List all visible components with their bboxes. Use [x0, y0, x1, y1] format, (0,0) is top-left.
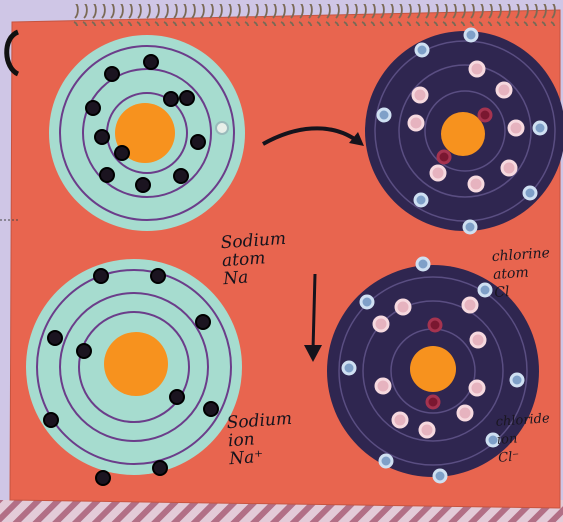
- electron: [100, 168, 114, 182]
- electron: [174, 169, 188, 183]
- electron: [470, 62, 484, 76]
- electron: [417, 258, 429, 270]
- label-line: Cl⁻: [498, 446, 553, 468]
- electron: [463, 298, 477, 312]
- nucleus: [410, 346, 456, 392]
- electron: [105, 67, 119, 81]
- chlorine-atom-label: chlorine atom Cl: [491, 244, 553, 302]
- electron: [151, 269, 165, 283]
- electron: [396, 300, 410, 314]
- label-line: chloride: [495, 410, 550, 432]
- electron: [469, 177, 483, 191]
- electron: [196, 315, 210, 329]
- electron: [431, 166, 445, 180]
- electron: [509, 121, 523, 135]
- electron: [420, 423, 434, 437]
- electron: [470, 381, 484, 395]
- electron: [96, 471, 110, 485]
- electron: [170, 390, 184, 404]
- electron: [438, 151, 450, 163]
- electron: [153, 461, 167, 475]
- electron: [361, 296, 373, 308]
- electron: [497, 83, 511, 97]
- electron: [376, 379, 390, 393]
- electron: [415, 194, 427, 206]
- electron: [434, 470, 446, 482]
- electron: [465, 29, 477, 41]
- electron: [416, 44, 428, 56]
- electron: [86, 101, 100, 115]
- electron: [471, 333, 485, 347]
- electron: [144, 55, 158, 69]
- electron: [458, 406, 472, 420]
- electron: [374, 317, 388, 331]
- electron: [502, 161, 516, 175]
- electron: [378, 109, 390, 121]
- electron: [94, 269, 108, 283]
- label-line: Sodium: [226, 410, 292, 433]
- electron: [77, 344, 91, 358]
- electron: [427, 396, 439, 408]
- electron: [136, 178, 150, 192]
- electron: [380, 455, 392, 467]
- electron: [191, 135, 205, 149]
- electron: [343, 362, 355, 374]
- transferred-electron: [216, 122, 228, 134]
- electron: [44, 413, 58, 427]
- chloride-ion-label: chloride ion Cl⁻: [495, 410, 553, 468]
- electron: [534, 122, 546, 134]
- sodium-ion-label: Sodium ion Na⁺: [226, 410, 295, 468]
- sodium-atom-model: [49, 35, 245, 231]
- electron: [464, 221, 476, 233]
- nucleus: [104, 332, 168, 396]
- electron: [164, 92, 178, 106]
- electron: [48, 331, 62, 345]
- electron: [393, 413, 407, 427]
- electron: [180, 91, 194, 105]
- electron: [511, 374, 523, 386]
- electron: [479, 284, 491, 296]
- sodium-atom-label: Sodium atom Na: [220, 230, 289, 288]
- electron: [409, 116, 423, 130]
- electron: [115, 146, 129, 160]
- spiral-binding: [70, 4, 560, 26]
- electron: [204, 402, 218, 416]
- electron: [95, 130, 109, 144]
- electron: [524, 187, 536, 199]
- electron: [479, 109, 491, 121]
- electron: [429, 319, 441, 331]
- nucleus: [441, 112, 485, 156]
- electron: [413, 88, 427, 102]
